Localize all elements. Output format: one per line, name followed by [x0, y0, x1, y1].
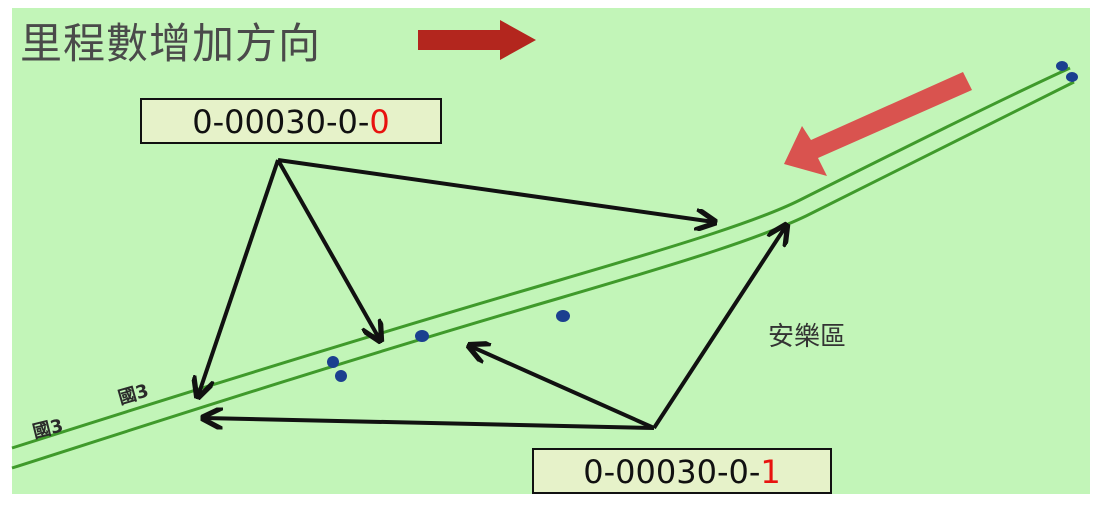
code-suffix: 0 [369, 103, 390, 141]
code-box-bottom: 0-00030-0-1 [532, 448, 832, 494]
location-dot-icon [415, 330, 429, 342]
pointer-arrow [470, 346, 655, 430]
location-dot-icon [1066, 72, 1078, 82]
location-dot-icon [556, 310, 570, 322]
page-title: 里程數增加方向 [20, 19, 322, 68]
district-label: 安樂區 [768, 322, 847, 352]
pointer-arrow [276, 159, 380, 340]
pointer-arrow [277, 158, 714, 222]
right-arrow-icon [418, 20, 536, 60]
map-background [12, 8, 1090, 494]
location-dot-icon [335, 370, 347, 382]
pointer-arrows-top [198, 158, 714, 396]
pointer-arrow [204, 418, 655, 430]
code-prefix: 0-00030-0- [192, 103, 370, 141]
code-box-top: 0-00030-0-0 [140, 98, 442, 144]
location-markers [327, 61, 1078, 382]
pointer-arrow [198, 159, 280, 396]
down-left-arrow-icon [784, 72, 972, 176]
location-dot-icon [1056, 61, 1068, 71]
pointer-arrows-bottom [204, 226, 786, 430]
location-dot-icon [327, 356, 339, 368]
code-suffix: 1 [760, 453, 781, 491]
pointer-arrow [652, 226, 786, 430]
code-prefix: 0-00030-0- [583, 453, 761, 491]
